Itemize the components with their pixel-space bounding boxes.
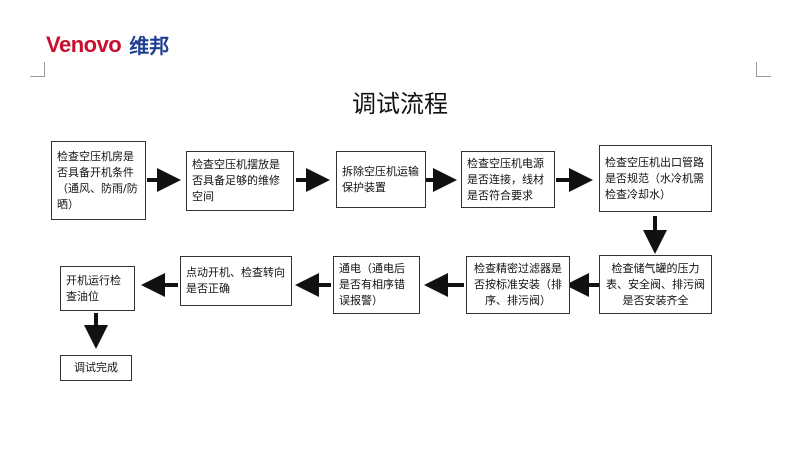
flow-step-2: 检查空压机摆放是否具备足够的维修空间 xyxy=(186,151,294,211)
flow-step-10: 开机运行检查油位 xyxy=(60,266,135,311)
logo-text-cn: 维邦 xyxy=(129,34,170,58)
page-title: 调试流程 xyxy=(352,90,448,118)
flow-step-4: 检查空压机电源是否连接，线材是否符合要求 xyxy=(461,151,555,208)
flow-step-6: 检查储气罐的压力表、安全阀、排污阀是否安装齐全 xyxy=(599,255,712,314)
crop-mark-right xyxy=(756,62,771,77)
company-logo: Venovo 维邦 xyxy=(46,30,169,59)
flow-step-1: 检查空压机房是否具备开机条件（通风、防雨/防晒） xyxy=(51,141,146,220)
flow-step-3: 拆除空压机运输保护装置 xyxy=(336,151,426,208)
flow-step-7: 检查精密过滤器是否按标准安装（排序、排污阀） xyxy=(466,256,570,314)
flow-step-9: 点动开机、检查转向是否正确 xyxy=(180,256,292,306)
flow-step-5: 检查空压机出口管路是否规范（水冷机需检查冷却水） xyxy=(599,145,712,212)
flow-step-8: 通电（通电后是否有相序错误报警） xyxy=(333,256,420,314)
crop-mark-left xyxy=(30,62,45,77)
flow-step-11: 调试完成 xyxy=(60,355,132,381)
logo-text-en: Venovo xyxy=(46,31,122,57)
